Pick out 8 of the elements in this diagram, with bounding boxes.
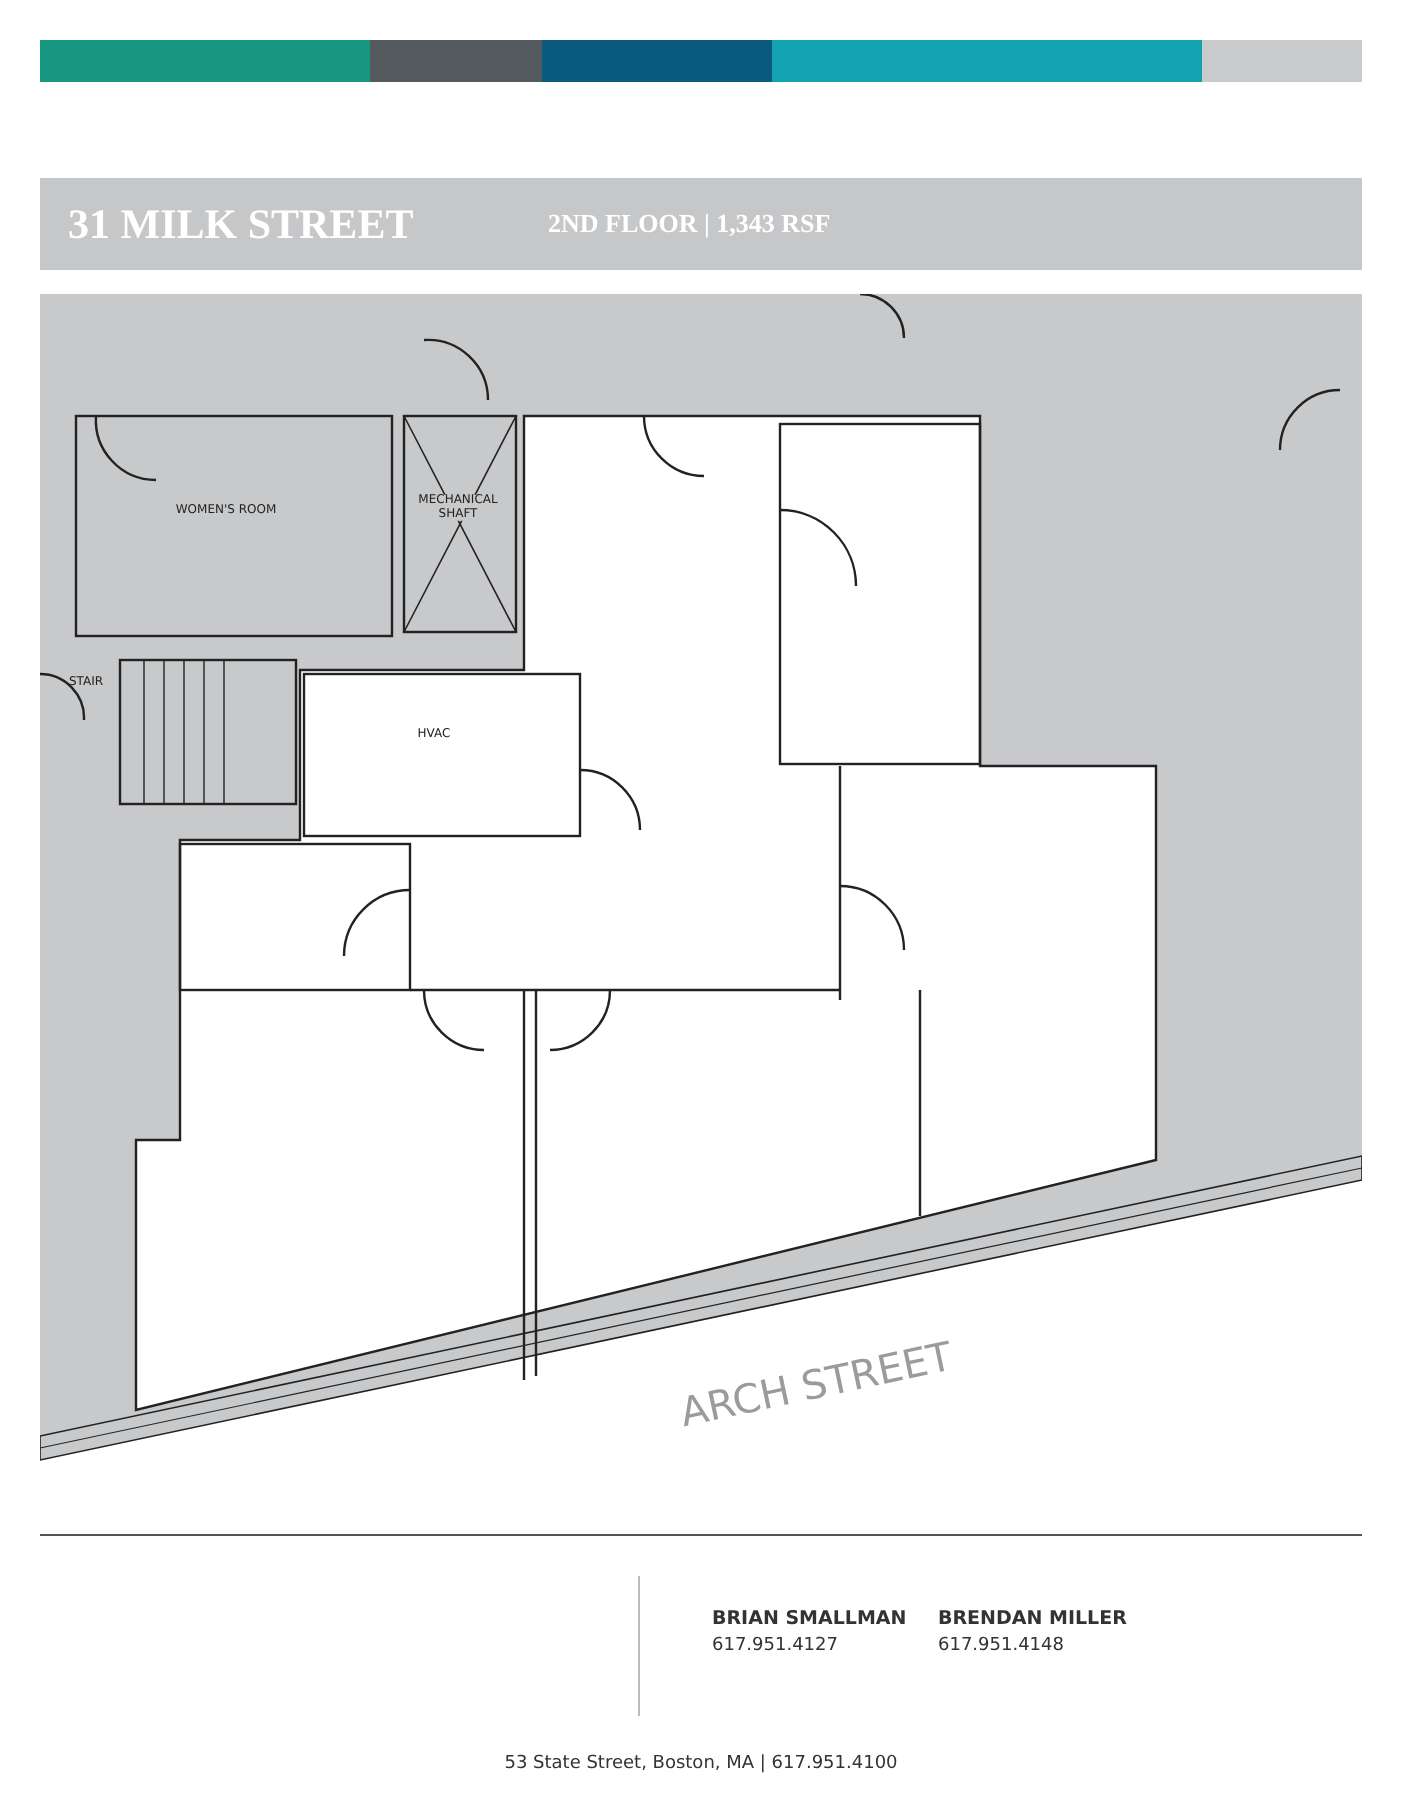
phone-number: 617.951.4127: [712, 1636, 838, 1656]
street-label: ARCH STREET: [675, 1331, 957, 1437]
title: 31 MILK STREET: [68, 200, 414, 250]
phone-number: 617.951.4148: [938, 1636, 1064, 1656]
contact-name: BRIAN SMALLMAN: [712, 1608, 907, 1630]
contact-name: BRENDAN MILLER: [938, 1608, 1127, 1630]
floor-area-subtitle: 2ND FLOOR | 1,343 RSF: [548, 208, 831, 240]
footer-address: 53 State Street, Boston, MA | 617.951.4100: [502, 1754, 900, 1774]
